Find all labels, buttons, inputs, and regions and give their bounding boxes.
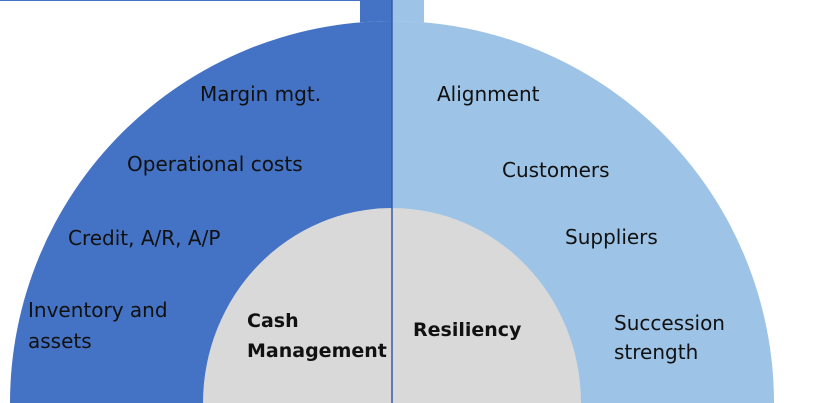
core-label-cash: Cash — [247, 310, 299, 332]
label-credit-ar-ap: Credit, A/R, A/P — [68, 226, 220, 250]
label-alignment: Alignment — [437, 82, 540, 106]
label-operational-costs: Operational costs — [127, 152, 303, 176]
top-gap-left — [0, 0, 392, 1]
left-half-top — [360, 0, 392, 23]
label-strength: strength — [614, 340, 698, 364]
right-half-top — [392, 0, 424, 23]
core-label-resiliency: Resiliency — [413, 319, 522, 341]
inner-core-left — [203, 208, 392, 403]
label-assets: assets — [28, 329, 92, 353]
label-inventory-and: Inventory and — [28, 298, 168, 322]
label-customers: Customers — [502, 158, 610, 182]
core-label-management: Management — [247, 340, 387, 362]
inner-core-right — [392, 208, 581, 403]
label-suppliers: Suppliers — [565, 225, 658, 249]
label-succession: Succession — [614, 311, 725, 335]
label-margin-mgt: Margin mgt. — [200, 82, 321, 106]
